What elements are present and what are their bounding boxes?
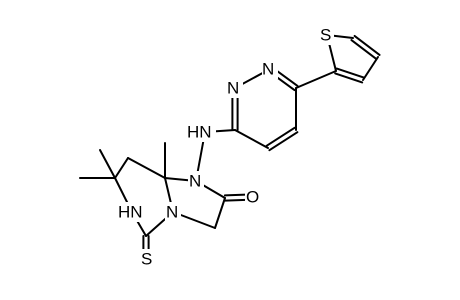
svg-text:HN: HN: [118, 203, 143, 222]
bond-ring_C7-methyl_7b: [99, 149, 116, 179]
atom-imidazolone-n1: N: [188, 171, 204, 191]
bond-thio_C5-pyd_C6: [295, 70, 337, 89]
svg-text:S: S: [320, 26, 331, 45]
atom-thione-sulfur: S: [140, 249, 154, 269]
svg-text:N: N: [227, 79, 239, 98]
svg-text:N: N: [189, 172, 201, 191]
atom-thiophene-sulfur: S: [320, 25, 334, 45]
bond-layer: [79, 34, 381, 260]
svg-text:O: O: [246, 188, 259, 207]
bond-thio_C2-thio_C3-b: [353, 34, 381, 56]
bond-thio_C4-thio_C5-a: [335, 67, 365, 79]
svg-text:HN: HN: [187, 123, 212, 142]
bond-pyd_C4-pyd_C5-b: [265, 126, 296, 147]
atom-ring-nh: HN: [117, 202, 147, 222]
atom-label-layer: S N N HN N O HN N: [117, 25, 334, 269]
svg-text:N: N: [262, 60, 274, 79]
bond-imid_C2-imid_C3: [214, 197, 226, 229]
bond-pyd_C3-pyd_C4: [234, 129, 269, 149]
bond-thio_C3-thio_C4: [362, 56, 379, 81]
bond-bridge_C8a-ring_C8: [127, 157, 166, 179]
bond-pyd_C4-pyd_C5-a: [268, 131, 299, 152]
bond-thio_C4-thio_C5-b: [334, 72, 364, 84]
atom-pyridazine-n2: N: [227, 78, 243, 98]
bond-ring_C8-ring_C7: [114, 157, 129, 179]
atom-amine-nh-linker: HN: [186, 122, 216, 142]
bond-thio_C2-thio_C3-a: [350, 39, 378, 61]
atom-pyridazine-n1: N: [262, 59, 278, 79]
svg-text:S: S: [141, 250, 152, 269]
svg-text:N: N: [166, 203, 178, 222]
atom-carbonyl-oxygen: O: [245, 187, 261, 207]
atom-bridgehead-n4: N: [165, 202, 181, 222]
